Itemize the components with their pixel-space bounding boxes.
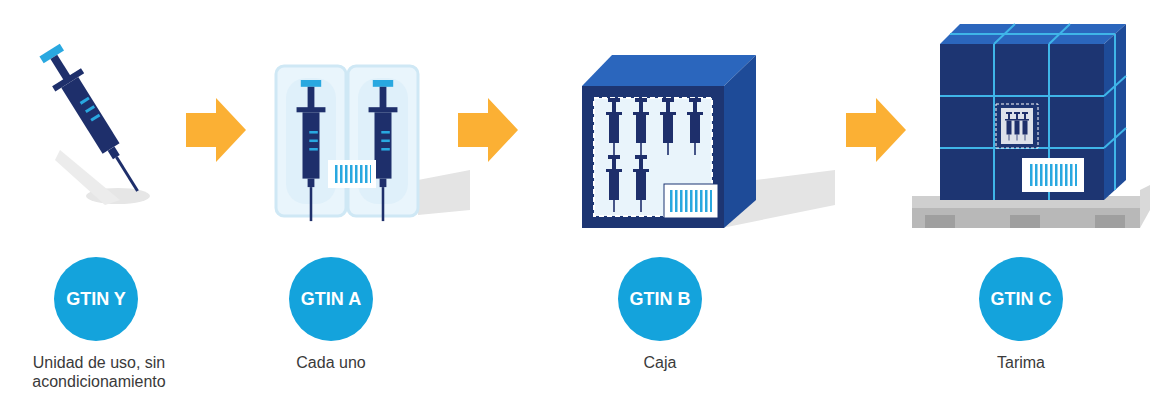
gtin-circle: GTIN CTarima xyxy=(979,257,1063,341)
gtin-label: GTIN C xyxy=(979,289,1063,310)
gtin-circle: GTIN YUnidad de uso, sin acondicionamien… xyxy=(54,257,138,341)
gtin-label: GTIN Y xyxy=(54,289,138,310)
level-caption: Caja xyxy=(565,353,755,372)
gtin-label: GTIN B xyxy=(618,289,702,310)
level-caption: Unidad de uso, sin acondicionamiento xyxy=(4,353,194,391)
level-caption: Tarima xyxy=(926,353,1116,372)
gtin-circle: GTIN BCaja xyxy=(618,257,702,341)
gtin-circle: GTIN ACada uno xyxy=(289,257,373,341)
gtin-label: GTIN A xyxy=(289,289,373,310)
level-caption: Cada uno xyxy=(236,353,426,372)
